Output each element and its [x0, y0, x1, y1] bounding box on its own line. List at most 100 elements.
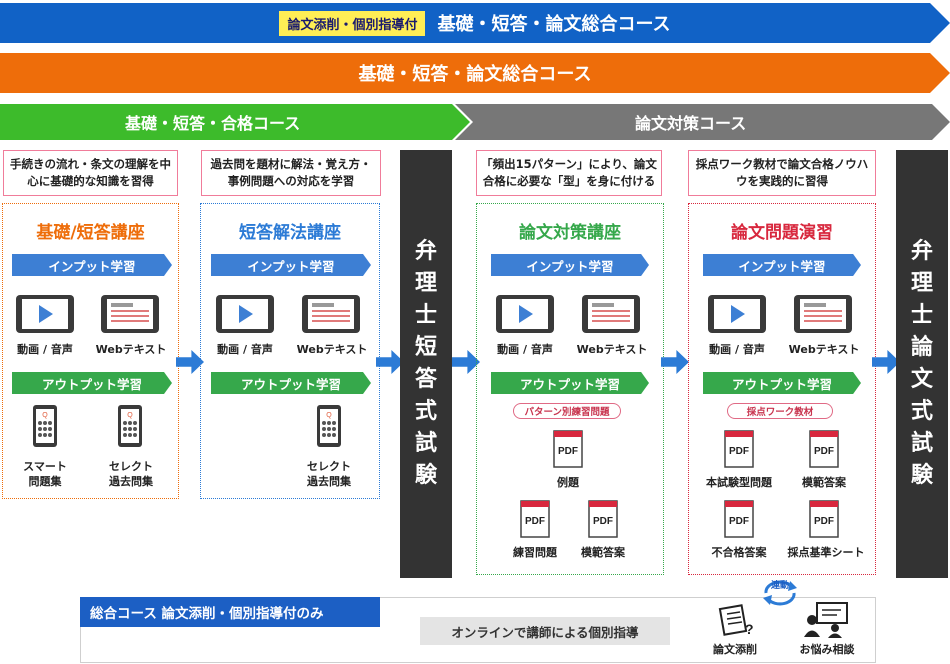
svg-text:PDF: PDF	[525, 516, 545, 527]
smartphone-icon: Q	[33, 405, 57, 447]
svg-text:PDF: PDF	[729, 516, 749, 527]
exam-char: 験	[910, 463, 933, 488]
banner-basic-short-course: 基礎・短答・合格コース	[0, 104, 470, 140]
svg-text:PDF: PDF	[593, 516, 613, 527]
exam-char: 理	[414, 271, 437, 296]
description-essay-prep: 「頻出15パターン」により、論文合格に必要な「型」を身に付ける	[476, 150, 662, 196]
exam-char: 短	[414, 335, 437, 360]
item-practice: 練習問題	[513, 546, 557, 559]
pdf-icon: PDF	[520, 500, 550, 538]
item-consultation: お悩み相談	[799, 643, 855, 656]
description-short-answer: 過去問を題材に解法・覚え方・事例問題への対応を学習	[201, 150, 381, 196]
item-web-text: Webテキスト	[788, 343, 860, 356]
item-failed-answer: 不合格答案	[711, 546, 767, 559]
tablet-text-icon	[101, 295, 159, 333]
item-video-audio: 動画 / 音声	[709, 343, 765, 356]
tablet-video-icon	[708, 295, 766, 333]
item-web-text: Webテキスト	[95, 343, 167, 356]
input-label: インプット学習	[703, 254, 861, 276]
svg-text:PDF: PDF	[814, 446, 834, 457]
pdf-icon: PDF	[724, 500, 754, 538]
item-video-audio: 動画 / 音声	[17, 343, 73, 356]
pdf-icon: PDF	[588, 500, 618, 538]
input-label: インプット学習	[491, 254, 649, 276]
course-title: 短答解法講座	[239, 223, 341, 243]
pill-pattern-practice: パターン別練習問題	[513, 403, 621, 419]
pdf-icon: PDF	[724, 430, 754, 468]
smartphone-icon: Q	[118, 405, 142, 447]
banner-title: 基礎・短答・論文総合コース	[358, 64, 592, 85]
exam-char: 士	[910, 303, 933, 328]
output-label: アウトプット学習	[211, 372, 371, 394]
course-panel-essay-practice: 論文問題演習 インプット学習 動画 / 音声 Webテキスト アウトプット学習 …	[688, 203, 876, 575]
smartphone-icon: Q	[317, 405, 341, 447]
tutoring-section-title: 総合コース 論文添削・個別指導付のみ	[80, 597, 380, 627]
tablet-text-icon	[794, 295, 852, 333]
input-label: インプット学習	[12, 254, 172, 276]
item-essay-correction: 論文添削	[713, 643, 757, 656]
link-label: 連動	[770, 581, 789, 591]
svg-text:PDF: PDF	[729, 446, 749, 457]
exam-char: 弁	[910, 239, 933, 264]
online-tutoring-label: オンラインで講師による個別指導	[420, 617, 670, 645]
exam-short-answer: 弁 理 士 短 答 式 試 験	[400, 150, 452, 578]
exam-char: 験	[414, 463, 437, 488]
item-smart-problems: スマート 問題集	[23, 460, 67, 488]
exam-char: 理	[910, 271, 933, 296]
exam-char: 士	[414, 303, 437, 328]
exam-char: 式	[910, 399, 933, 424]
sync-cycle-icon	[763, 580, 797, 606]
item-model-answer: 模範答案	[802, 476, 846, 489]
input-label: インプット学習	[211, 254, 371, 276]
tablet-video-icon	[496, 295, 554, 333]
item-select-past: セレクト 過去問集	[307, 460, 351, 488]
output-label: アウトプット学習	[12, 372, 172, 394]
exam-char: 論	[910, 335, 933, 360]
svg-text:PDF: PDF	[558, 446, 578, 457]
banner-title: 基礎・短答・論文総合コース	[437, 14, 671, 35]
tablet-text-icon	[302, 295, 360, 333]
item-video-audio: 動画 / 音声	[497, 343, 553, 356]
banner-essay-course: 論文対策コース	[455, 104, 950, 140]
course-panel-essay-prep: 論文対策講座 インプット学習 動画 / 音声 Webテキスト アウトプット学習 …	[476, 203, 664, 575]
exam-char: 文	[910, 367, 933, 392]
tablet-video-icon	[216, 295, 274, 333]
tablet-video-icon	[16, 295, 74, 333]
pdf-icon: PDF	[809, 430, 839, 468]
exam-essay: 弁 理 士 論 文 式 試 験	[896, 150, 948, 578]
description-essay-practice: 採点ワーク教材で論文合格ノウハウを実践的に習得	[688, 150, 876, 196]
arrow-right-icon	[661, 350, 689, 374]
tutoring-tag: 論文添削・個別指導付	[279, 10, 426, 36]
course-panel-short-answer: 短答解法講座 インプット学習 動画 / 音声 Webテキスト アウトプット学習 …	[200, 203, 380, 499]
pill-grading-work: 採点ワーク教材	[727, 403, 833, 419]
output-label: アウトプット学習	[491, 372, 649, 394]
svg-text:Q: Q	[127, 412, 133, 419]
exam-char: 答	[414, 367, 437, 392]
course-title: 基礎/短答講座	[36, 223, 145, 243]
item-grading-criteria: 採点基準シート	[787, 546, 865, 559]
essay-correction-icon: ?	[718, 604, 754, 637]
banner-title: 論文対策コース	[635, 114, 747, 133]
banner-comprehensive-with-tutoring: 論文添削・個別指導付 基礎・短答・論文総合コース	[0, 3, 950, 43]
tablet-text-icon	[582, 295, 640, 333]
banner-comprehensive: 基礎・短答・論文総合コース	[0, 53, 950, 93]
output-label: アウトプット学習	[703, 372, 861, 394]
item-video-audio: 動画 / 音声	[217, 343, 273, 356]
item-example: 例題	[557, 476, 579, 489]
consultation-icon	[804, 602, 848, 638]
course-title: 論文対策講座	[519, 223, 621, 243]
exam-char: 試	[910, 431, 933, 456]
item-exam-type-problems: 本試験型問題	[706, 476, 772, 489]
pdf-icon: PDF	[553, 430, 583, 468]
item-model-answer: 模範答案	[581, 546, 625, 559]
course-panel-basic: 基礎/短答講座 インプット学習 動画 / 音声 Webテキスト アウトプット学習…	[2, 203, 179, 499]
svg-text:Q: Q	[326, 412, 332, 419]
item-web-text: Webテキスト	[576, 343, 648, 356]
exam-char: 式	[414, 399, 437, 424]
banner-title: 基礎・短答・合格コース	[125, 114, 301, 133]
pdf-icon: PDF	[809, 500, 839, 538]
svg-text:Q: Q	[42, 412, 48, 419]
item-select-past: セレクト 過去問集	[109, 460, 153, 488]
exam-char: 試	[414, 431, 437, 456]
item-web-text: Webテキスト	[296, 343, 368, 356]
